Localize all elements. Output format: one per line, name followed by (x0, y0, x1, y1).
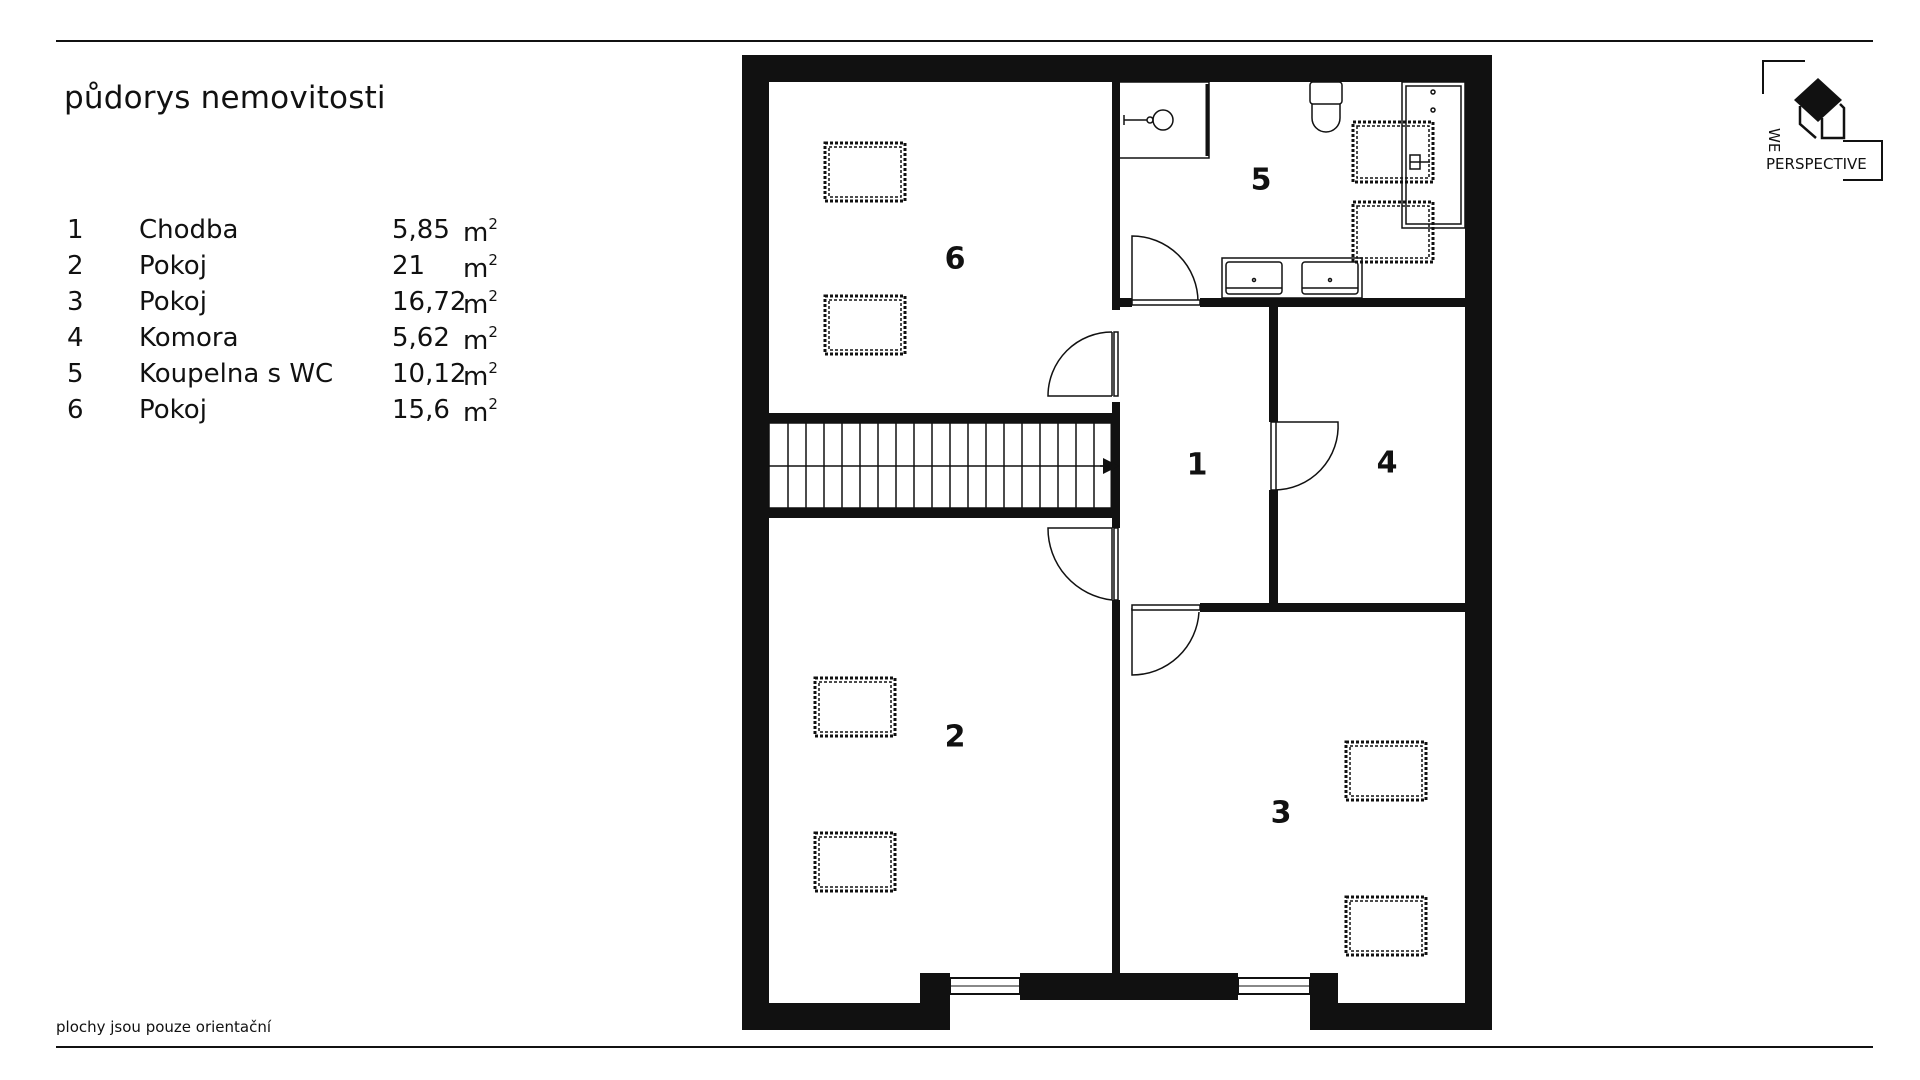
roof-window-inner (1349, 745, 1423, 797)
page-title: půdorys nemovitosti (64, 80, 386, 116)
legend-area-unit: m2 (463, 359, 498, 392)
logo-frame-bottom-right (1843, 140, 1883, 181)
roof-window-inner (818, 836, 892, 888)
legend-room-number: 5 (67, 359, 84, 389)
outer-wall-left (742, 55, 769, 1030)
legend-room-number: 1 (67, 215, 84, 245)
roof-window (823, 294, 907, 356)
roof-window (813, 676, 897, 738)
window-bottom-left (949, 977, 1021, 995)
door-frame-room5 (1131, 299, 1201, 306)
roof-window-inner (828, 146, 902, 198)
room-label-6: 6 (945, 242, 966, 277)
wall-room6-room5 (1112, 82, 1120, 310)
legend-room-number: 2 (67, 251, 84, 281)
logo: WE PERSPECTIVE (1762, 60, 1883, 181)
wall-room5-hall-room4 (1200, 298, 1465, 307)
washbasin-double (1221, 257, 1363, 299)
door-room3 (1131, 607, 1200, 676)
wall-hall-room4-lower (1269, 490, 1278, 608)
roof-window (813, 831, 897, 893)
wall-room2-room3 (1112, 600, 1120, 973)
outer-wall-bottom-left (742, 1003, 945, 1030)
wall-room4-room3 (1200, 603, 1465, 612)
legend-area-unit: m2 (463, 395, 498, 428)
legend-room-name: Pokoj (139, 395, 207, 425)
legend-room-name: Chodba (139, 215, 239, 245)
legend-room-number: 3 (67, 287, 84, 317)
roof-window-inner (1356, 125, 1430, 179)
legend-room-number: 6 (67, 395, 84, 425)
legend-room-area: 21 (392, 251, 426, 281)
door-frame-room2 (1113, 527, 1119, 601)
roof-window (1351, 200, 1435, 264)
legend-area-unit: m2 (463, 323, 498, 356)
outer-wall-bottom-right (1312, 1003, 1492, 1030)
door-room4 (1273, 421, 1339, 491)
door-frame-room6 (1113, 331, 1119, 397)
shower (1120, 81, 1210, 159)
door-frame-room3 (1131, 604, 1201, 611)
outer-wall-top (742, 55, 1492, 82)
window-bottom-right (1237, 977, 1311, 995)
staircase (768, 422, 1118, 509)
footnote: plochy jsou pouze orientační (56, 1018, 272, 1036)
outer-wall-right (1465, 55, 1492, 1030)
legend-room-area: 10,12 (392, 359, 467, 389)
legend-room-name: Pokoj (139, 287, 207, 317)
roof-window (1344, 740, 1428, 802)
room-label-5: 5 (1251, 163, 1272, 198)
wall-hall-pier (1112, 518, 1120, 528)
wall-room5-hall-left (1112, 298, 1132, 307)
bay-wall-middle (1020, 973, 1238, 1000)
house-icon (1794, 78, 1846, 140)
legend-room-area: 16,72 (392, 287, 467, 317)
wall-stairs-room2 (769, 508, 1120, 518)
wall-room6-stairs (769, 413, 1120, 423)
legend-room-name: Komora (139, 323, 239, 353)
bay-jamb-right (1310, 973, 1338, 1030)
legend-room-area: 5,85 (392, 215, 450, 245)
room-label-3: 3 (1271, 796, 1292, 831)
roof-window-inner (1356, 205, 1430, 259)
door-room2 (1047, 527, 1113, 601)
roof-window (823, 141, 907, 203)
roof-window (1351, 120, 1435, 184)
bay-jamb-left (920, 973, 950, 1030)
toilet-icon (1309, 81, 1343, 133)
room-label-2: 2 (945, 720, 966, 755)
door-room5 (1131, 235, 1200, 303)
legend-room-area: 5,62 (392, 323, 450, 353)
legend-area-unit: m2 (463, 287, 498, 320)
room-label-1: 1 (1187, 448, 1208, 483)
legend-area-unit: m2 (463, 215, 498, 248)
wall-hall-room4-upper (1269, 307, 1278, 422)
bathtub (1401, 81, 1466, 229)
top-rule (56, 40, 1873, 42)
door-room6 (1047, 331, 1113, 397)
roof-window (1344, 895, 1428, 957)
legend-room-name: Pokoj (139, 251, 207, 281)
room-label-4: 4 (1377, 446, 1398, 481)
logo-text-we: WE (1765, 128, 1783, 152)
legend-room-area: 15,6 (392, 395, 450, 425)
logo-frame-top-left (1762, 60, 1805, 94)
legend-room-number: 4 (67, 323, 84, 353)
bottom-rule (56, 1046, 1873, 1048)
logo-text-perspective: PERSPECTIVE (1766, 155, 1867, 173)
roof-window-inner (818, 681, 892, 733)
roof-window-inner (1349, 900, 1423, 952)
door-frame-room4 (1270, 421, 1277, 491)
roof-window-inner (828, 299, 902, 351)
legend-area-unit: m2 (463, 251, 498, 284)
wall-room6-hall-lower (1112, 402, 1120, 522)
legend-room-name: Koupelna s WC (139, 359, 334, 389)
